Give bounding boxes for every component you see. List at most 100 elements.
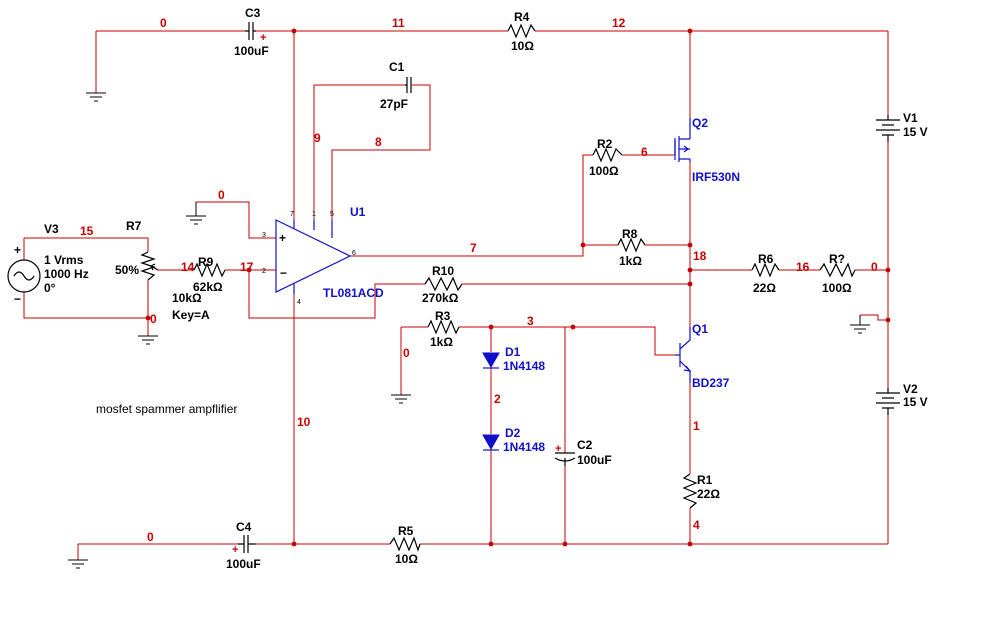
junctions	[145, 28, 891, 547]
c2-value: 100uF	[577, 453, 612, 467]
bjt-q1-icon	[675, 327, 692, 383]
c2-ref: C2	[577, 438, 593, 452]
u1-pin2: 2	[262, 268, 266, 275]
net-label: 0	[218, 188, 225, 202]
resistor-r9-icon	[193, 262, 226, 278]
c3-value: 100uF	[234, 44, 269, 58]
u1-model: TL081ACD	[323, 286, 384, 300]
c4-value: 100uF	[226, 557, 261, 571]
q1-model: BD237	[692, 376, 730, 390]
r3-ref: R3	[435, 309, 451, 323]
resistor-r8-icon	[617, 237, 646, 253]
capacitor-c3-icon	[245, 22, 256, 40]
resistor-r3-icon	[427, 319, 460, 335]
net-label: 18	[693, 249, 707, 263]
diode-d2-icon	[482, 434, 500, 451]
net-label: 0	[403, 346, 410, 360]
r8-value: 1kΩ	[619, 254, 642, 268]
net-label: 10	[297, 415, 311, 429]
c1-ref: C1	[389, 60, 405, 74]
net-label: 0	[160, 16, 167, 30]
ac-source-v3-icon	[7, 259, 41, 293]
r4-value: 10Ω	[511, 39, 534, 53]
r1-value: 22Ω	[697, 487, 720, 501]
u1-pin7: 7	[290, 211, 294, 218]
r7-ref: R7	[126, 219, 142, 233]
r9-ref: R9	[198, 255, 214, 269]
net-label: 16	[796, 260, 810, 274]
net-label: 0	[150, 312, 157, 326]
v2-value: 15 V	[903, 395, 928, 409]
v3-freq: 1000 Hz	[44, 267, 89, 281]
ground-top-left-icon	[86, 92, 106, 102]
battery-v2-icon	[876, 388, 900, 415]
net-label: 12	[612, 16, 626, 30]
c3-ref: C3	[245, 6, 261, 20]
net-label: 17	[240, 260, 254, 274]
rq-value: 100Ω	[822, 281, 852, 295]
resistor-r5-icon	[389, 536, 421, 552]
c3-polarity: +	[260, 32, 266, 44]
r2-ref: R2	[597, 137, 613, 151]
d2-model: 1N4148	[503, 440, 545, 454]
c4-ref: C4	[236, 520, 252, 534]
battery-v1-icon	[876, 115, 900, 142]
q1-ref: Q1	[692, 322, 708, 336]
ground-right-icon	[850, 315, 870, 334]
ground-r3-icon	[391, 394, 411, 404]
net-label: 9	[314, 131, 321, 145]
net-label: 3	[527, 314, 534, 328]
rq-ref: R?	[829, 252, 845, 266]
v3-minus: −	[14, 292, 21, 306]
net-label: 0	[147, 530, 154, 544]
capacitor-c2-icon	[554, 452, 576, 466]
mosfet-q2-icon	[674, 118, 691, 162]
u1-pin4: 4	[297, 299, 301, 306]
u1-pin6: 6	[352, 250, 356, 257]
net-label: 8	[375, 135, 382, 149]
net-label: 7	[470, 241, 477, 255]
ground-bottom-left-icon	[68, 559, 88, 569]
u1-pin1: 1	[312, 211, 316, 218]
net-label: 14	[181, 260, 195, 274]
q2-model: IRF530N	[692, 170, 740, 184]
r4-ref: R4	[514, 10, 530, 24]
v3-amp: 1 Vrms	[44, 253, 84, 267]
d1-ref: D1	[505, 345, 521, 359]
r8-ref: R8	[622, 227, 638, 241]
resistor-r6-icon	[751, 262, 780, 278]
c4-polarity: +	[232, 544, 238, 556]
r5-value: 10Ω	[395, 552, 418, 566]
diode-d1-icon	[482, 352, 500, 369]
net-label: 15	[80, 224, 94, 238]
ground-opamp-icon	[186, 202, 206, 225]
u1-pin5: 5	[330, 211, 334, 218]
capacitor-c1-icon	[405, 77, 412, 93]
u1-minus-input: −	[280, 266, 287, 280]
opamp-u1-icon	[275, 219, 352, 294]
v3-phase: 0°	[44, 281, 56, 295]
resistor-rq-icon	[819, 262, 856, 278]
r3-value: 1kΩ	[430, 335, 453, 349]
wires	[23, 30, 889, 560]
net-label: 11	[392, 16, 405, 30]
c2-polarity: +	[555, 443, 561, 455]
v2-ref: V2	[903, 382, 918, 396]
v3-plus: +	[14, 243, 21, 257]
r10-value: 270kΩ	[422, 291, 459, 305]
q2-ref: Q2	[692, 116, 708, 130]
resistor-r1-icon	[682, 473, 698, 509]
u1-pin3: 3	[262, 232, 266, 239]
resistor-r4-icon	[507, 23, 536, 39]
net-label: 2	[494, 392, 501, 406]
d2-ref: D2	[505, 426, 521, 440]
resistor-r10-icon	[424, 276, 463, 292]
circuit-note: mosfet spammer ampflifier	[96, 402, 237, 416]
u1-ref: U1	[350, 205, 366, 219]
v3-ref: V3	[44, 222, 59, 236]
u1-plus-input: +	[279, 231, 286, 245]
net-labels: 0 11 12 9 8 0 6 7 15 14 17 18 16 0 3 0 2…	[80, 16, 878, 544]
r1-ref: R1	[697, 473, 713, 487]
